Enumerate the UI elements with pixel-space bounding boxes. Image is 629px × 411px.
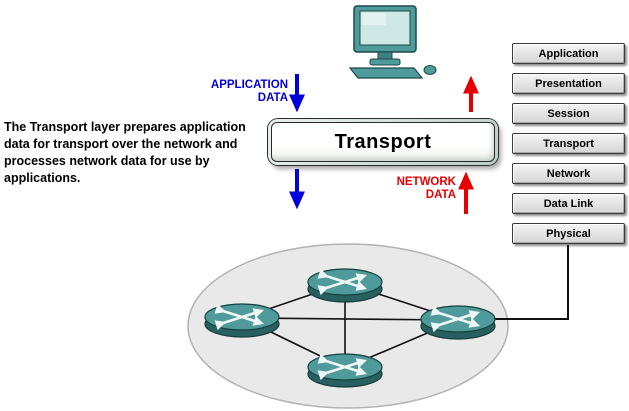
keyboard-icon [348,67,424,79]
osi-layer-session: Session [512,103,625,124]
transport-layer-box-inner: Transport [271,122,495,162]
transport-layer-title: Transport [334,130,432,153]
osi-layer-transport: Transport [512,133,625,154]
osi-layer-stack: Application Presentation Session Transpo… [512,43,625,244]
description-text: The Transport layer prepares application… [4,120,246,185]
osi-layer-network: Network [512,163,625,184]
computer-icon [348,5,437,79]
network-cloud [187,243,509,409]
application-data-label: APPLICATION DATA [210,79,288,104]
osi-layer-application: Application [512,43,625,64]
router-icon [420,305,496,340]
mouse-icon [423,65,437,75]
osi-layer-presentation: Presentation [512,73,625,94]
router-icon [204,303,280,338]
osi-layer-data-link: Data Link [512,193,625,214]
osi-layer-physical: Physical [512,223,625,244]
transport-layer-box: Transport [268,119,498,165]
router-icon [307,268,383,303]
network-data-label: NETWORK DATA [396,176,456,201]
router-icon [307,353,383,388]
